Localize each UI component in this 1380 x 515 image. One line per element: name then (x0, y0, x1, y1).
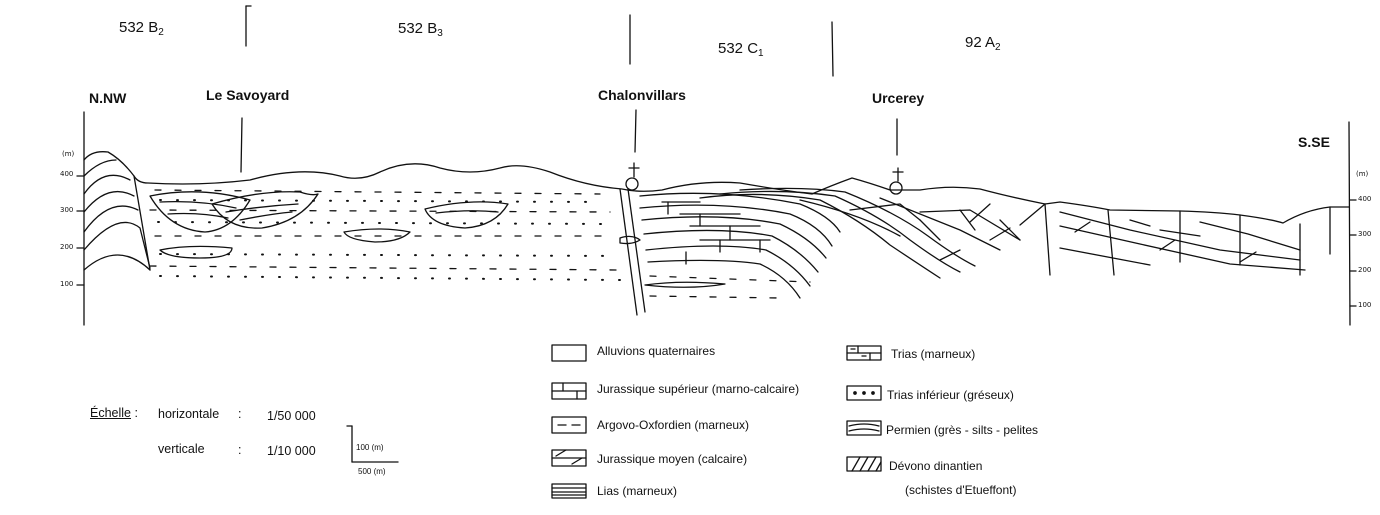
legend-label-argovo-oxfordien: Argovo-Oxfordien (marneux) (597, 418, 749, 432)
scale-vertical-value: 1/10 000 (267, 444, 316, 458)
legend-label-alluvions: Alluvions quaternaires (597, 344, 715, 358)
scale-title: Échelle : (90, 406, 138, 420)
scale-vertical-colon: : (238, 443, 241, 457)
orientation-sse: S.SE (1298, 134, 1330, 150)
permien-lenses (150, 192, 725, 288)
sheet-label: 92 A2 (965, 34, 1001, 53)
jurassic-strata (640, 188, 1020, 298)
place-le-savoyard: Le Savoyard (206, 87, 289, 103)
axis-right-tick: 300 (1358, 230, 1371, 238)
jurassique-moyen-blocks (920, 204, 1330, 275)
legend-label-permien: Permien (grès - silts - pelites (886, 423, 1038, 437)
axis-right-tick: 400 (1358, 195, 1371, 203)
sheet-label: 532 C1 (718, 40, 764, 59)
sheet-label: 532 B3 (398, 20, 443, 39)
axis-left-tick: 200 (60, 243, 73, 251)
legend-label-devono-dinantien: Dévono dinantien (889, 459, 982, 473)
orientation-nnw: N.NW (89, 90, 126, 106)
legend-label-lias: Lias (marneux) (597, 484, 677, 498)
scale-bar-horizontal-label: 500 (m) (358, 467, 386, 476)
axis-left-tick: 400 (60, 170, 73, 178)
sheet-label: 532 B2 (119, 19, 164, 38)
locality-markers (241, 110, 903, 194)
axis-left-tick: 300 (60, 206, 73, 214)
ground-surface (84, 152, 1349, 223)
devono-dinantien-fold (84, 160, 150, 270)
place-chalonvillars: Chalonvillars (598, 87, 686, 103)
place-urcerey: Urcerey (872, 90, 924, 106)
axis-right-tick: 100 (1358, 301, 1371, 309)
legend-label-jurassique-moyen: Jurassique moyen (calcaire) (597, 452, 747, 466)
scale-horizontal-label: horizontale (158, 407, 219, 421)
basin-fill-marks (150, 190, 810, 298)
legend-label-jurassique-superieur: Jurassique supérieur (marno-calcaire) (597, 382, 799, 396)
altitude-axes (77, 112, 1356, 325)
axis-left-tick: 100 (60, 280, 73, 288)
axis-right-unit: (m) (1356, 170, 1368, 178)
scale-horizontal-colon: : (238, 407, 241, 421)
axis-right-tick: 200 (1358, 266, 1371, 274)
axis-left-unit: (m) (62, 150, 74, 158)
scale-vertical-label: verticale (158, 442, 205, 456)
scale-horizontal-value: 1/50 000 (267, 409, 316, 423)
legend-label-trias-inferieur: Trias inférieur (gréseux) (887, 388, 1014, 402)
scale-bar-vertical-label: 100 (m) (356, 443, 384, 452)
legend-label-devono-note: (schistes d'Etueffont) (905, 483, 1016, 497)
legend-label-trias-marneux: Trias (marneux) (891, 347, 975, 361)
